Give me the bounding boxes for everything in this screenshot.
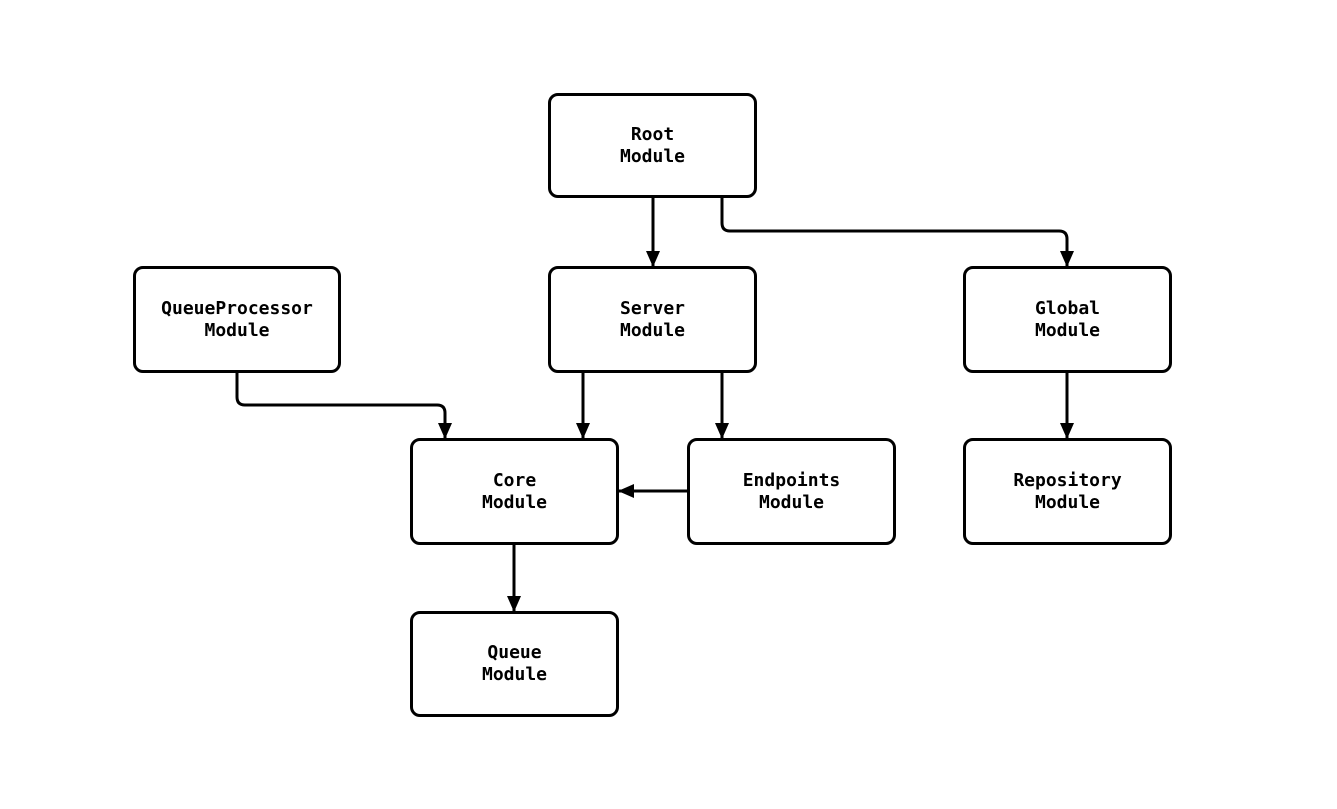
node-label-line: Global — [1034, 297, 1101, 319]
node-label-line: Module — [1034, 491, 1101, 513]
edge-root-to-global — [720, 198, 1074, 267]
edge-queueprocessor-to-core — [235, 373, 452, 439]
edges-group — [235, 198, 1074, 612]
node-label-line: Repository — [1013, 469, 1122, 491]
node-label-line: Queue — [487, 642, 542, 663]
node-label-line: Endpoints — [742, 469, 841, 491]
node-label-line: Module — [481, 664, 548, 685]
node-label-line: QueueProcessor — [161, 297, 313, 319]
node-label-line: Core — [492, 469, 537, 491]
node-label-line: Module — [619, 145, 686, 167]
node-label-line: Module — [1034, 319, 1101, 341]
node-label-line: Module — [481, 491, 548, 513]
node-label-line: Server — [619, 297, 686, 319]
node-label-line: Module — [619, 319, 686, 341]
node-label-line: Module — [204, 319, 270, 341]
node-label-line: Module — [758, 491, 825, 513]
node-label-line: Root — [630, 123, 675, 145]
